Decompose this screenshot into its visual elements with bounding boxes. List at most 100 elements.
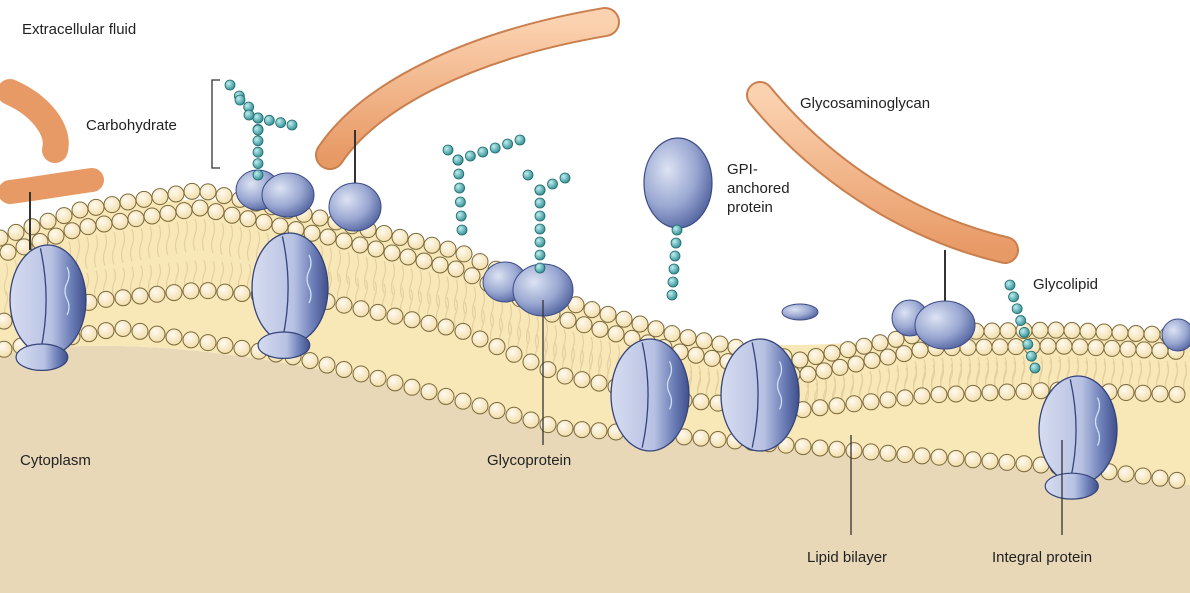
lipid-head <box>592 321 608 337</box>
lipid-head <box>1016 383 1032 399</box>
lipid-head <box>424 237 440 253</box>
lipid-head <box>160 205 176 221</box>
lipid-head <box>693 394 709 410</box>
glycolipid-label: Glycolipid <box>1033 275 1098 294</box>
lipid-head <box>56 208 72 224</box>
lipid-head <box>98 323 114 339</box>
lipid-head <box>560 312 576 328</box>
cytoplasm-label: Cytoplasm <box>20 451 91 470</box>
lipid-head <box>384 245 400 261</box>
lipid-head <box>1112 325 1128 341</box>
lipid-head <box>421 315 437 331</box>
sugar-bead <box>672 225 682 235</box>
lipid-head <box>472 398 488 414</box>
lipid-head <box>1120 341 1136 357</box>
lipid-head <box>591 375 607 391</box>
sugar-bead <box>535 237 545 247</box>
lipid-head <box>216 188 232 204</box>
lipid-head <box>48 228 64 244</box>
sugar-bead <box>503 139 513 149</box>
lipid-head <box>948 386 964 402</box>
sugar-bead <box>535 263 545 273</box>
lipid-head <box>336 233 352 249</box>
lipid-head <box>1048 322 1064 338</box>
lipid-head <box>166 285 182 301</box>
lipid-head <box>40 213 56 229</box>
lipid-head <box>208 204 224 220</box>
lipid-head <box>591 423 607 439</box>
lipid-head <box>1135 385 1151 401</box>
lipid-head <box>880 392 896 408</box>
lipid-head <box>829 398 845 414</box>
lipid-head <box>931 449 947 465</box>
lipid-head <box>1104 340 1120 356</box>
sugar-bead <box>523 170 533 180</box>
sugar-bead <box>225 80 235 90</box>
lipid-head <box>353 301 369 317</box>
lipid-head <box>1135 468 1151 484</box>
lipid-head <box>404 379 420 395</box>
gpi-label-line-3: protein <box>727 198 790 217</box>
lipid-head <box>128 211 144 227</box>
glycoprotein-label: Glycoprotein <box>487 451 571 470</box>
lipid-head <box>896 346 912 362</box>
lipid-head <box>88 199 104 215</box>
lipid-head <box>824 345 840 361</box>
lipid-head <box>574 422 590 438</box>
sugar-bead <box>253 136 263 146</box>
lipid-head <box>387 308 403 324</box>
extracellular-fluid-label: Extracellular fluid <box>22 20 136 39</box>
lipid-head <box>455 323 471 339</box>
lipid-head <box>1072 339 1088 355</box>
sugar-bead <box>287 120 297 130</box>
lipid-head <box>880 445 896 461</box>
sugar-bead <box>670 251 680 261</box>
lipid-head <box>696 333 712 349</box>
lipid-head <box>832 359 848 375</box>
lipid-head <box>368 241 384 257</box>
lipid-head <box>80 219 96 235</box>
lipid-head <box>688 347 704 363</box>
lipid-head <box>982 385 998 401</box>
lipid-head <box>120 194 136 210</box>
lipid-head <box>523 412 539 428</box>
lipid-head <box>1088 340 1104 356</box>
lipid-head <box>680 330 696 346</box>
integral-protein-barrel <box>611 339 689 451</box>
lipid-head <box>256 214 272 230</box>
sugar-bead <box>465 151 475 161</box>
lipid-head <box>200 335 216 351</box>
lipid-head <box>183 283 199 299</box>
sugar-bead <box>253 170 263 180</box>
sugar-bead <box>244 110 254 120</box>
lipid-head <box>1169 472 1185 488</box>
lipid-head <box>387 375 403 391</box>
lipid-head <box>112 213 128 229</box>
sugar-bead <box>515 135 525 145</box>
lipid-head <box>1056 338 1072 354</box>
sugar-bead <box>1019 327 1029 337</box>
lipid-head <box>456 246 472 262</box>
lipid-head <box>489 403 505 419</box>
sugar-bead <box>1009 292 1019 302</box>
lipid-head <box>1118 466 1134 482</box>
lipid-head <box>98 291 114 307</box>
sugar-bead <box>478 147 488 157</box>
integral-protein-barrel <box>721 339 799 451</box>
lipid-head <box>176 203 192 219</box>
carbohydrate-label: Carbohydrate <box>86 116 177 135</box>
sugar-bead <box>253 113 263 123</box>
lipid-head <box>432 257 448 273</box>
lipid-head <box>1096 324 1112 340</box>
lipid-head <box>183 332 199 348</box>
lipid-head <box>648 321 664 337</box>
lipid-head <box>1000 323 1016 339</box>
lipid-head <box>336 297 352 313</box>
lipid-head <box>81 326 97 342</box>
lipid-head <box>320 229 336 245</box>
sugar-bead <box>560 173 570 183</box>
sugar-bead <box>455 183 465 193</box>
lipid-head <box>438 388 454 404</box>
lipid-head <box>897 390 913 406</box>
lipid-head <box>1136 342 1152 358</box>
